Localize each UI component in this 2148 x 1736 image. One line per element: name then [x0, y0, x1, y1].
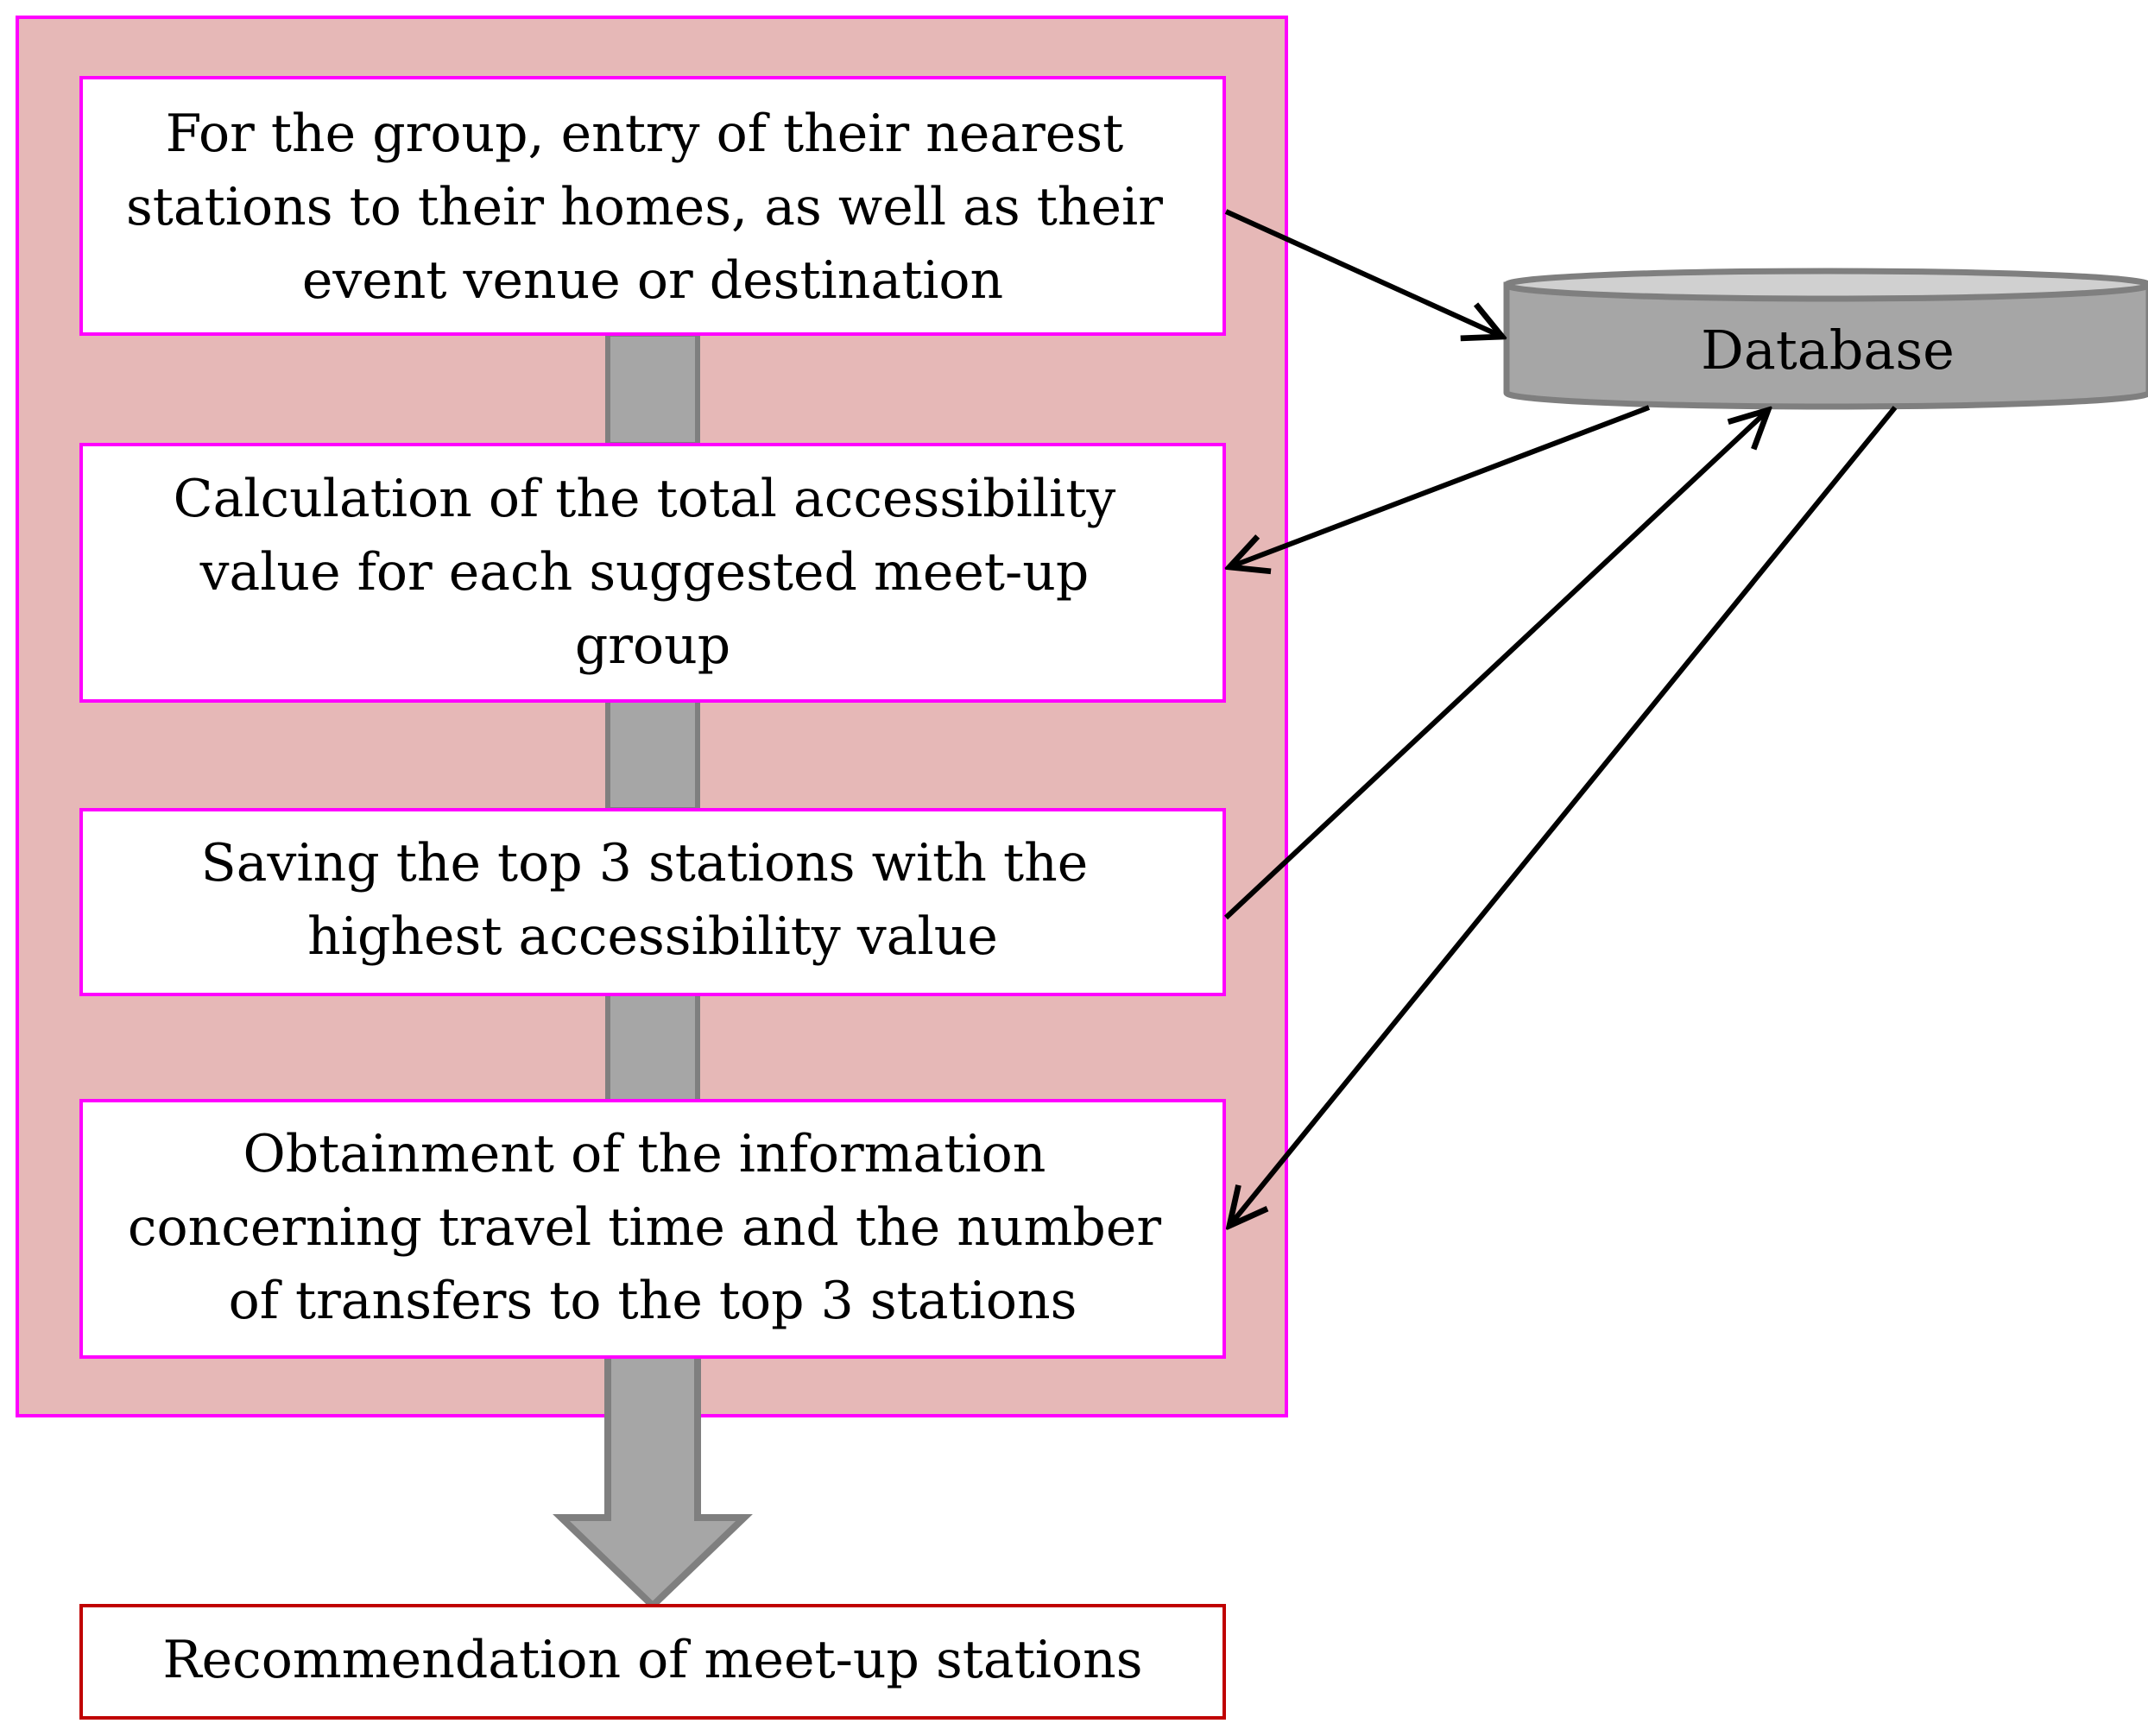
step-4-line-2: concerning travel time and the number	[128, 1197, 1161, 1258]
step-2-text: Calculation of the total accessibility v…	[174, 469, 1133, 676]
database-label: Database	[1701, 319, 1955, 382]
step-1-line-2: stations to their homes, as well as thei…	[126, 177, 1163, 237]
step-2-line-1: Calculation of the total accessibility	[174, 469, 1116, 529]
step-1-text: For the group, entry of their nearest st…	[126, 104, 1179, 311]
step-3-text: Saving the top 3 stations with the highe…	[201, 833, 1105, 967]
step-4-line-1: Obtainment of the information	[243, 1124, 1046, 1184]
connector-step2-step3	[605, 697, 700, 812]
step-2-line-3: group	[575, 615, 730, 676]
step-box-4	[79, 1099, 1226, 1359]
step-4-text: Obtainment of the information concerning…	[128, 1124, 1178, 1331]
step-2-line-2: value for each suggested meet-up	[199, 542, 1090, 603]
database-top	[1503, 268, 2148, 302]
step-4-line-3: of transfers to the top 3 stations	[229, 1271, 1077, 1331]
database-body	[1503, 281, 2148, 410]
connector-step1-step2	[605, 331, 700, 447]
result-label: Recommendation of meet-up stations	[162, 1630, 1142, 1690]
arrow-database-to-step2	[1229, 405, 1651, 567]
down-arrow-to-result	[553, 1350, 753, 1611]
step-1-line-3: event venue or destination	[302, 250, 1003, 311]
step-3-line-1: Saving the top 3 stations with the	[201, 833, 1089, 893]
result-box	[79, 1604, 1226, 1720]
arrow-database-to-step4	[1229, 406, 1898, 1226]
database-cylinder: Database	[1503, 268, 2148, 410]
arrow-step3-to-database	[1223, 410, 1768, 920]
step-box-2	[79, 443, 1226, 703]
step-1-line-1: For the group, entry of their nearest	[166, 104, 1124, 164]
connector-step3-step4	[605, 990, 700, 1106]
step-box-3	[79, 808, 1226, 996]
step-box-1	[79, 76, 1226, 336]
step-3-line-2: highest accessibility value	[307, 906, 998, 967]
arrow-step1-to-database	[1224, 209, 1502, 337]
